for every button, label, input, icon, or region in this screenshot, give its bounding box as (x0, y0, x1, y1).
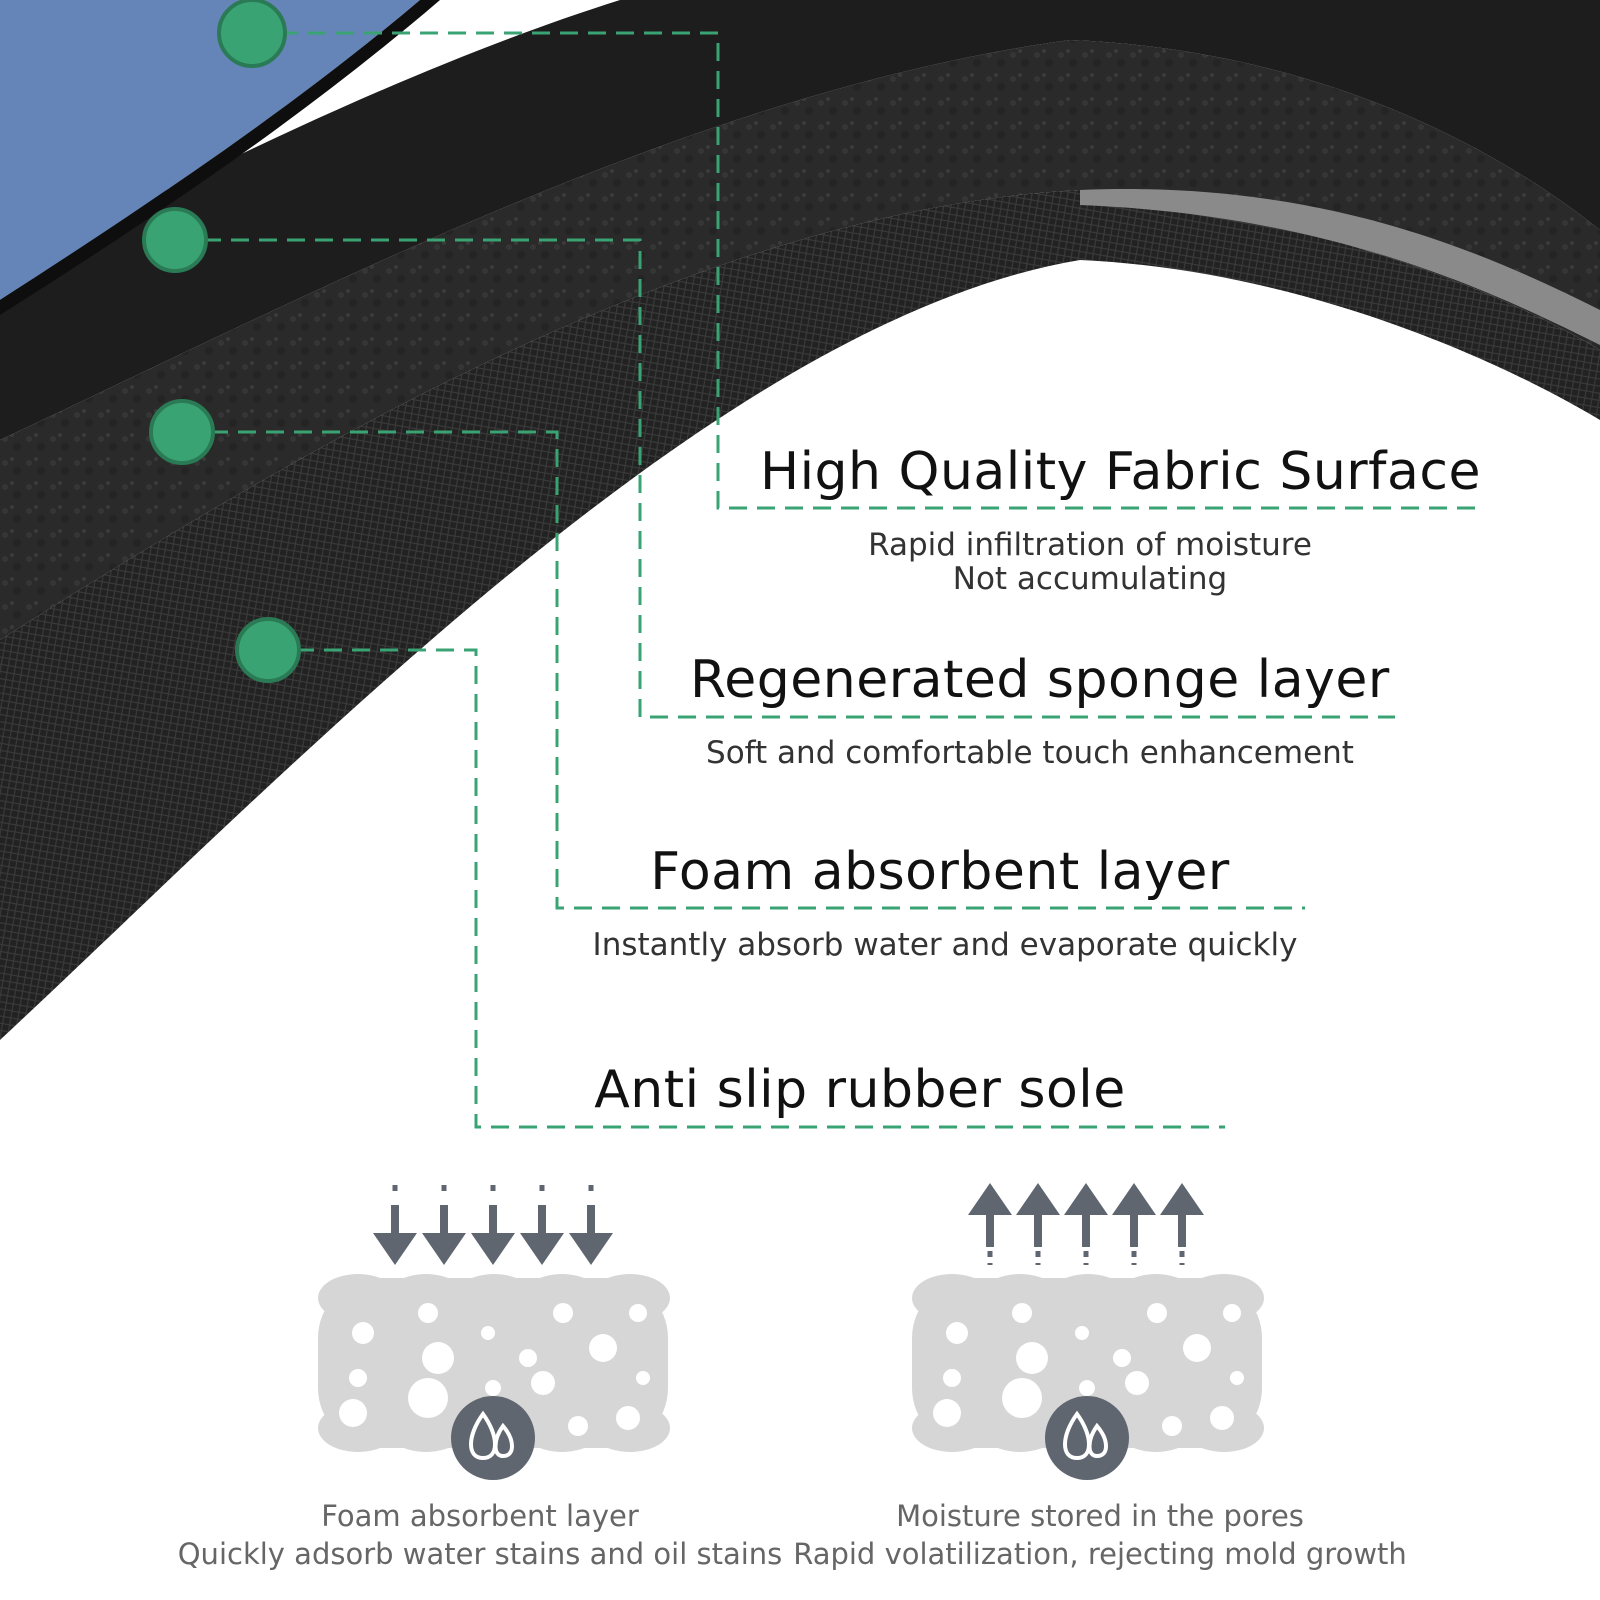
layer-title-4: Anti slip rubber sole (594, 1060, 1126, 1120)
mat-body (0, 0, 1600, 1040)
marker-dot-2 (142, 207, 208, 273)
leader-lines (175, 31, 1475, 1129)
leader-line-2 (175, 238, 1395, 719)
fabric-surface-band (0, 0, 420, 300)
diagram-caption-2a: Moisture stored in the pores (896, 1499, 1304, 1533)
diagram-caption-2b: Rapid volatilization, rejecting mold gro… (793, 1537, 1407, 1571)
layer-desc-3: Instantly absorb water and evaporate qui… (592, 927, 1298, 963)
sponge-diagram-right (912, 1274, 1264, 1480)
diagram-caption-1b: Quickly adsorb water stains and oil stai… (177, 1537, 783, 1571)
layer-desc-1b: Not accumulating (952, 561, 1228, 597)
fabric-edge (0, 0, 440, 315)
foam-layer-band (0, 40, 1600, 640)
rubber-sole-band (0, 190, 1600, 1040)
sponge-layer-band (0, 0, 1600, 440)
gray-edge-stripe (1080, 189, 1600, 345)
sponge-diagram-left (318, 1274, 670, 1480)
marker-dot-4 (235, 617, 301, 683)
leader-line-1 (252, 31, 1475, 510)
layer-markers (142, 0, 301, 683)
diagram-caption-1a: Foam absorbent layer (321, 1499, 639, 1533)
layer-title-1: High Quality Fabric Surface (760, 442, 1481, 502)
layer-desc-2: Soft and comfortable touch enhancement (706, 735, 1354, 771)
layer-desc-1a: Rapid infiltration of moisture (868, 527, 1312, 563)
arrows-down-icon (373, 1185, 613, 1265)
arrows-up-icon (968, 1183, 1204, 1265)
marker-dot-1 (217, 0, 287, 68)
marker-dot-3 (149, 399, 215, 465)
layer-title-3: Foam absorbent layer (650, 842, 1230, 902)
layer-title-2: Regenerated sponge layer (690, 650, 1390, 710)
